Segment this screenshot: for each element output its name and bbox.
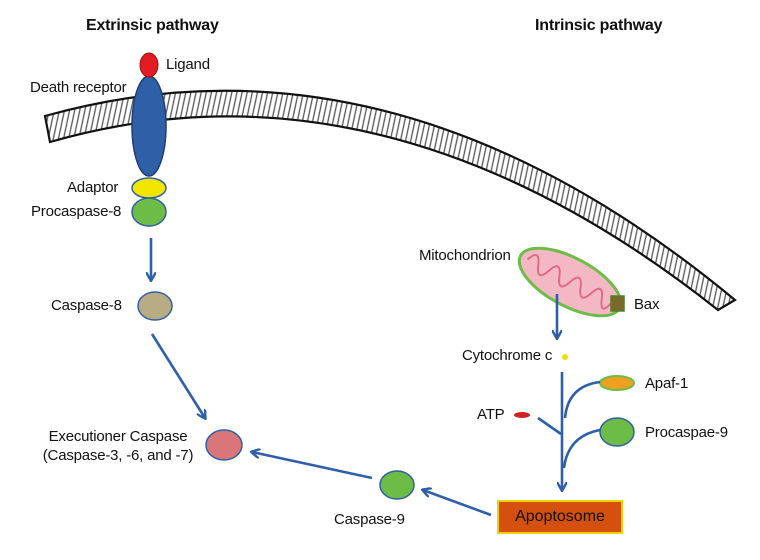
executioner-caspase [205, 429, 243, 461]
arrow-apaf1-branch [563, 380, 601, 419]
cytochrome-c-dot [562, 354, 568, 360]
apoptosome-box: Apoptosome [497, 500, 623, 534]
caspase-8 [137, 291, 173, 321]
label-executioner-caspase: Executioner Caspase (Caspase-3, -6, and … [20, 427, 216, 465]
atp [514, 412, 530, 418]
label-procaspase-9: Procaspae-9 [645, 424, 728, 441]
label-caspase-9: Caspase-9 [334, 511, 405, 528]
label-death-receptor: Death receptor [30, 79, 127, 96]
ligand [139, 52, 159, 78]
cell-membrane [43, 89, 737, 312]
label-executioner-line2: (Caspase-3, -6, and -7) [42, 447, 194, 464]
label-atp: ATP [477, 406, 505, 423]
arrow-atp-branch [537, 416, 562, 436]
label-mitochondrion: Mitochondrion [419, 247, 511, 264]
mitochondrion [517, 246, 623, 318]
arrow-caspase8-to-executioner [150, 333, 205, 418]
label-apaf-1: Apaf-1 [645, 375, 688, 392]
label-cytochrome-c: Cytochrome c [462, 347, 553, 364]
death-receptor [131, 75, 167, 177]
label-bax: Bax [634, 296, 660, 313]
title-extrinsic-pathway: Extrinsic pathway [86, 17, 219, 34]
arrow-apoptosome-to-caspase9 [423, 490, 492, 517]
label-procaspase-8: Procaspase-8 [31, 203, 122, 220]
apaf-1 [599, 375, 635, 391]
title-intrinsic-pathway: Intrinsic pathway [535, 17, 663, 34]
label-ligand: Ligand [166, 56, 210, 73]
label-executioner-line1: Executioner Caspase [48, 428, 188, 445]
label-adaptor: Adaptor [67, 179, 119, 196]
label-apoptosome: Apoptosome [515, 508, 605, 525]
procaspase-9 [599, 417, 635, 447]
procaspase-8 [131, 197, 167, 227]
bax [610, 295, 625, 312]
arrow-procaspase9-branch [562, 428, 601, 469]
label-caspase-8: Caspase-8 [51, 297, 122, 314]
adaptor [131, 177, 167, 199]
arrow-caspase9-to-executioner [252, 452, 373, 480]
caspase-9 [379, 470, 415, 500]
